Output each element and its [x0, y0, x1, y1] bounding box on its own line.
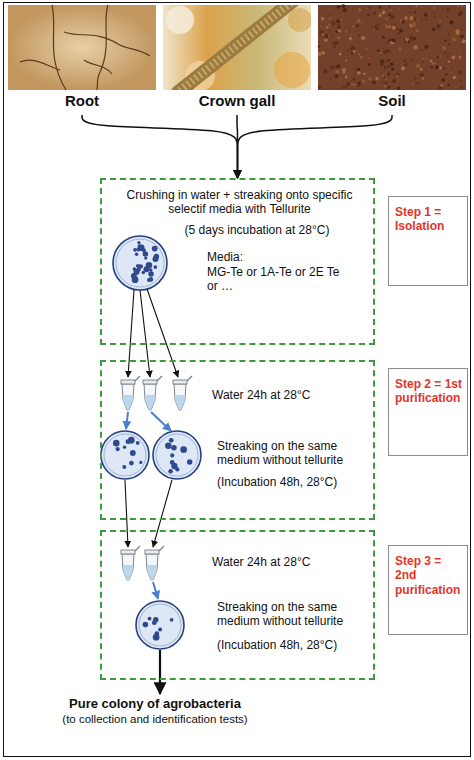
- root-strand: [84, 60, 112, 74]
- blur-spot: [166, 6, 194, 34]
- caption-text: (to collection and identification tests): [15, 713, 295, 727]
- flow-arrow-line: [128, 290, 134, 377]
- node-text: Soil: [318, 92, 466, 110]
- petri-dish: [153, 431, 201, 479]
- flow-connector: [82, 115, 238, 178]
- flow-arrow-line: [147, 289, 178, 377]
- blur-spot: [274, 52, 310, 88]
- outer-frame: [4, 3, 471, 757]
- tube-icon: [121, 376, 140, 410]
- tube-icon: [121, 546, 140, 580]
- root-strand: [97, 5, 108, 90]
- photo-panel: Root: [8, 5, 156, 115]
- soil-texture: [318, 4, 466, 89]
- node-text: Streaking on the same medium without tel…: [217, 600, 369, 629]
- gall-texture: [176, 5, 294, 90]
- node-text: (Incubation 48h, 28°C): [217, 475, 372, 489]
- root-strand: [52, 5, 66, 90]
- flow-arrow-line: [151, 412, 171, 431]
- petri-dish: [136, 601, 184, 649]
- step-label-box: Step 1 = Isolation: [388, 196, 468, 286]
- root-strand: [20, 60, 60, 70]
- blur-spot: [288, 8, 311, 32]
- step-label-box: Step 2 = 1st purification: [388, 368, 468, 456]
- flow-arrow-line: [125, 480, 128, 547]
- flow-arrow-line: [153, 582, 158, 599]
- flow-arrow-line: [126, 412, 128, 429]
- step-box: Water 24h at 28°C Streaking on the same m…: [100, 530, 375, 680]
- crown-gall-detail: [166, 5, 311, 90]
- node-text: (Incubation 48h, 28°C): [217, 638, 372, 652]
- node-text: Water 24h at 28°C: [212, 388, 372, 402]
- tube-icon: [173, 376, 192, 410]
- photo-panel: Soil: [318, 5, 466, 115]
- node-text: Step 1 = Isolation: [395, 205, 465, 234]
- node-text: Step 3 = 2nd purification: [395, 554, 465, 597]
- node-text: Water 24h at 28°C: [212, 555, 372, 569]
- tube-icon: [143, 376, 162, 410]
- soil-photo: [318, 5, 466, 90]
- photo-panel: Crown gall: [163, 5, 311, 115]
- tube-icon: [145, 546, 164, 580]
- node-text: (5 days incubation at 28°C): [157, 223, 357, 237]
- stem: [176, 5, 294, 90]
- flow-arrow-line: [153, 480, 172, 547]
- flow-connector: [238, 115, 393, 178]
- node-text: Step 2 = 1st purification: [395, 377, 465, 406]
- petri-dish: [113, 236, 167, 290]
- node-text: MG-Te or 1A-Te or 2E Te or …: [207, 265, 350, 294]
- step-box: Water 24h at 28°C Streaking on the same m…: [100, 360, 375, 520]
- flow-connector: [236, 115, 238, 178]
- petri-dish: [101, 431, 149, 479]
- caption-text: Pure colony of agrobacteria: [35, 696, 275, 712]
- node-text: Root: [8, 92, 156, 110]
- root-strand: [64, 32, 150, 56]
- node-text: Crown gall: [163, 92, 311, 110]
- step-label-box: Step 3 = 2nd purification: [388, 545, 468, 635]
- flow-arrow-line: [159, 650, 161, 694]
- root-photo: [8, 5, 156, 90]
- step-box: Crushing in water + streaking onto speci…: [100, 178, 375, 345]
- node-text: Streaking on the same medium without tel…: [217, 439, 369, 468]
- node-text: Media:: [207, 250, 357, 264]
- flow-arrow-line: [140, 290, 150, 377]
- node-text: Crushing in water + streaking onto speci…: [107, 188, 372, 217]
